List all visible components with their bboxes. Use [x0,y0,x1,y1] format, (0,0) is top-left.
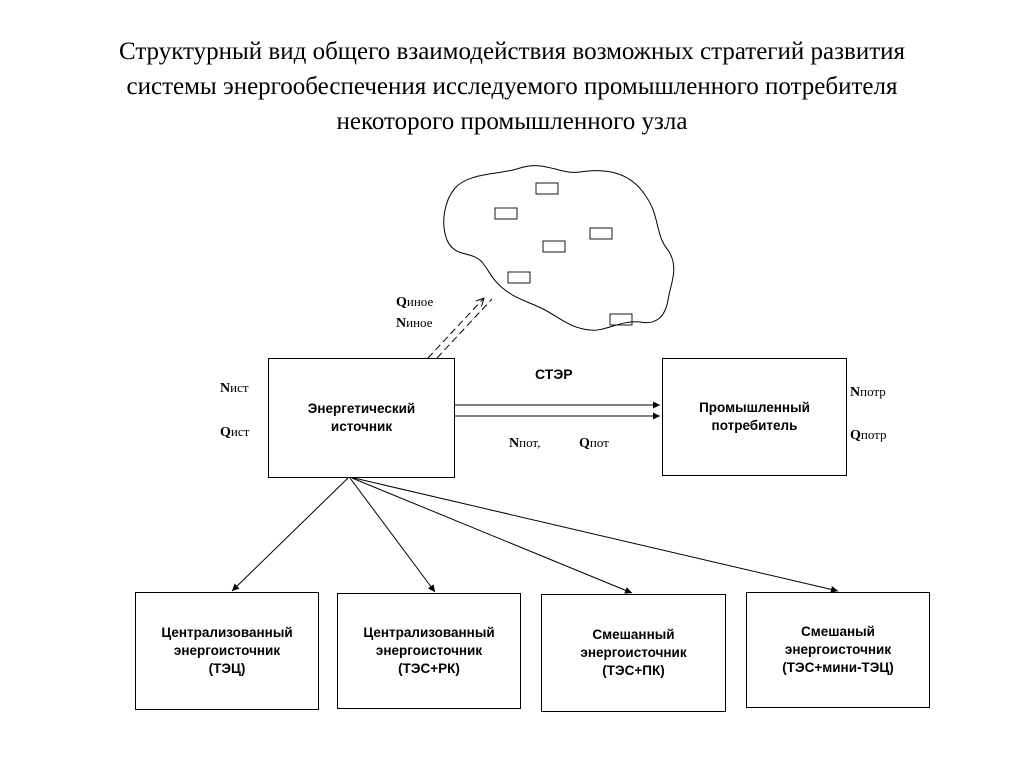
label-q-potr-subscript: потр [860,427,887,442]
label-n-inoe-symbol: N [396,316,407,331]
label-q-pot-symbol: Q [579,436,590,451]
node-mixed-tes-pk-line1: Смешанный [592,627,675,642]
node-mixed-tes-mini-line1: Смешаный [800,624,875,639]
cloud-element [507,271,531,284]
cloud-element [589,227,613,240]
node-central-tec-line2: энергоисточник [173,643,281,658]
node-central-tec: Централизованный энергоисточник (ТЭЦ) [135,592,319,710]
label-q-pot: Qпот [579,435,609,452]
node-mixed-tes-pk: Смешанный энергоисточник (ТЭС+ПК) [541,594,726,712]
label-n-pot-symbol: N [509,436,520,451]
cloud-element [494,207,518,220]
node-industrial-consumer: Промышленный потребитель [662,358,847,476]
node-energy-source: Энергетический источник [268,358,455,478]
label-q-ist: Qист [220,424,249,441]
node-central-tes-rk-line1: Централизованный [363,625,495,640]
label-q-ist-subscript: ист [230,424,250,439]
arrow-to-central-tec [231,477,349,592]
label-q-inoe: Qиное [396,294,433,311]
label-n-pot: Nпот, [509,435,540,452]
slide-title: Структурный вид общего взаимодействия во… [0,34,1024,139]
label-ster: СТЭР [535,366,573,382]
label-n-potr: Nпотр [850,384,886,401]
label-n-pot-subscript: пот, [519,435,541,450]
label-n-ist: Nист [220,380,249,397]
label-q-potr-symbol: Q [850,428,861,443]
node-industrial-consumer-line1: Промышленный [699,400,810,415]
node-central-tes-rk-line3: (ТЭС+РК) [398,661,460,676]
node-central-tes-rk-line2: энергоисточник [375,643,483,658]
cloud-element [609,313,633,326]
cloud-elements [494,182,633,326]
title-line-1: Структурный вид общего взаимодействия во… [118,38,906,65]
node-mixed-tes-pk-line2: энергоисточник [580,645,687,660]
label-n-potr-subscript: потр [860,384,886,399]
label-q-inoe-symbol: Q [396,295,407,310]
label-n-inoe: Nиное [396,315,432,332]
title-line-2: системы энергообеспечения исследуемого п… [126,73,898,100]
label-n-potr-symbol: N [850,385,861,400]
arrow-to-mixed-tes-mini [353,477,839,593]
node-mixed-tes-pk-line3: (ТЭС+ПК) [602,663,665,678]
label-q-pot-subscript: пот [589,435,609,450]
label-n-ist-symbol: N [220,381,231,396]
cloud-element [535,182,559,195]
external-environment-cloud [443,165,675,331]
arrow-to-mixed-tes-pk [351,477,633,594]
node-mixed-tes-mini: Смешаный энергоисточник (ТЭС+мини-ТЭЦ) [746,592,930,708]
dashed-link-1 [427,298,484,359]
dashed-link-2 [436,298,493,359]
node-energy-source-line1: Энергетический [307,401,416,416]
node-energy-source-line2: источник [330,419,393,434]
cloud-element [542,240,566,253]
node-central-tec-line3: (ТЭЦ) [208,661,246,676]
node-mixed-tes-mini-line3: (ТЭС+мини-ТЭЦ) [782,660,894,675]
node-mixed-tes-mini-line2: энергоисточник [784,642,892,657]
node-industrial-consumer-line2: потребитель [711,418,798,433]
label-n-ist-subscript: ист [230,380,249,395]
title-line-3: некоторого промышленного узла [336,108,688,135]
label-q-inoe-subscript: иное [406,294,434,309]
label-n-inoe-subscript: иное [406,315,433,330]
label-q-potr: Qпотр [850,427,887,444]
node-central-tes-rk: Централизованный энергоисточник (ТЭС+РК) [337,593,521,709]
arrow-to-central-tes-rk [349,477,436,593]
node-central-tec-line1: Централизованный [161,625,293,640]
label-q-ist-symbol: Q [220,425,231,440]
